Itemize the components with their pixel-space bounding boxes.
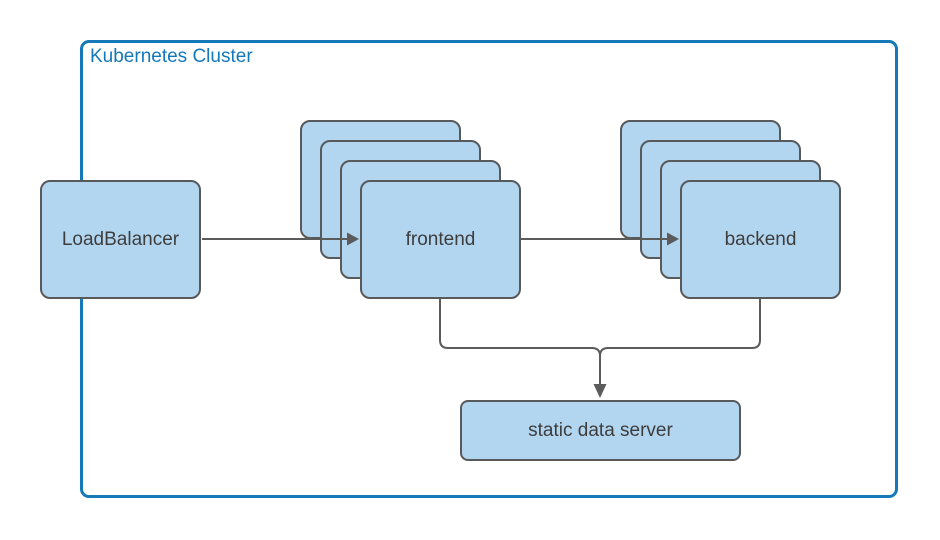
node-backend-label: backend [724,228,797,250]
node-static-data-server: static data server [460,400,741,461]
node-static-data-server-label: static data server [528,419,673,441]
node-loadbalancer: LoadBalancer [40,180,201,299]
node-loadbalancer-label: LoadBalancer [61,228,180,250]
node-frontend-label: frontend [405,228,476,250]
node-frontend: frontend [360,180,521,299]
cluster-label: Kubernetes Cluster [90,46,253,67]
node-backend: backend [680,180,841,299]
